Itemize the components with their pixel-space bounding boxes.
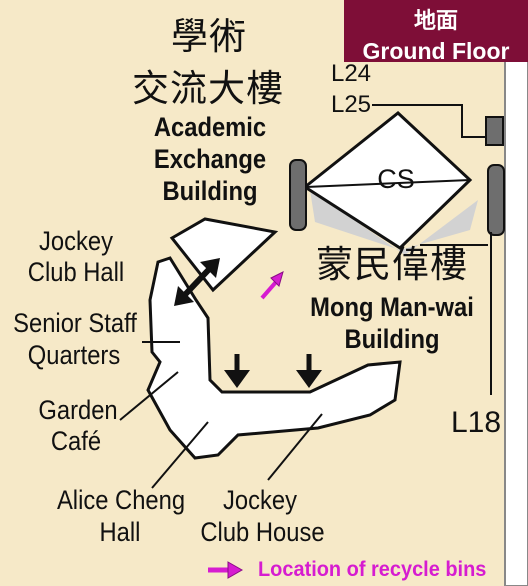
mong-left-wing xyxy=(289,159,307,231)
hall-complex-shape xyxy=(146,256,402,460)
mong-building-en-line2: Building xyxy=(344,324,440,354)
down-arrow-icon-1 xyxy=(224,370,250,388)
legend: Location of recycle bins xyxy=(210,557,498,583)
senior-staff-line2: Quarters xyxy=(27,340,121,370)
cs-label: CS xyxy=(377,164,415,194)
label-l25: L25 xyxy=(330,91,372,118)
academic-building-zh-line2: 交流大樓 xyxy=(132,67,284,110)
label-l18: L18 xyxy=(450,406,502,439)
jockey-club-house-line1: Jockey xyxy=(223,485,297,515)
legend-text: Location of recycle bins xyxy=(258,558,487,581)
jockey-club-hall-line2: Club Hall xyxy=(27,257,125,287)
floor-badge-zh: 地面 xyxy=(413,9,458,34)
academic-building-en-line1: Academic xyxy=(153,112,267,142)
right-road xyxy=(504,38,528,586)
mong-building-zh: 蒙民偉樓 xyxy=(316,243,468,286)
jockey-club-hall-line1: Jockey xyxy=(39,226,113,256)
mong-building-en-line1: Mong Man-wai xyxy=(310,292,474,322)
l25-leader xyxy=(372,104,486,138)
alice-cheng-line1: Alice Cheng xyxy=(56,485,186,515)
legend-arrow-icon xyxy=(227,561,244,579)
garden-cafe-line2: Café xyxy=(50,426,102,456)
garden-cafe-line1: Garden xyxy=(38,395,118,425)
academic-building-en-line2: Exchange xyxy=(153,144,267,174)
alice-cheng-leader xyxy=(151,421,209,489)
l25-block xyxy=(485,116,504,146)
academic-building-zh-line1: 學術 xyxy=(171,15,247,58)
mong-right-wing xyxy=(487,164,505,236)
down-arrow-icon-2 xyxy=(296,370,322,388)
jockey-club-house-leader xyxy=(267,413,323,481)
label-l24: L24 xyxy=(330,60,372,87)
recycle-bin-arrow-icon xyxy=(270,271,284,287)
floor-badge: 地面 Ground Floor xyxy=(344,0,528,64)
alice-cheng-line2: Hall xyxy=(99,517,141,547)
jockey-club-hall-shape xyxy=(169,217,279,293)
jockey-club-house-line2: Club House xyxy=(200,517,325,547)
academic-building-en-line3: Building xyxy=(162,176,258,206)
mong-building-shadow xyxy=(310,190,478,255)
senior-staff-line1: Senior Staff xyxy=(13,308,137,338)
garden-cafe-leader xyxy=(119,371,179,421)
floor-badge-en: Ground Floor xyxy=(362,38,510,64)
